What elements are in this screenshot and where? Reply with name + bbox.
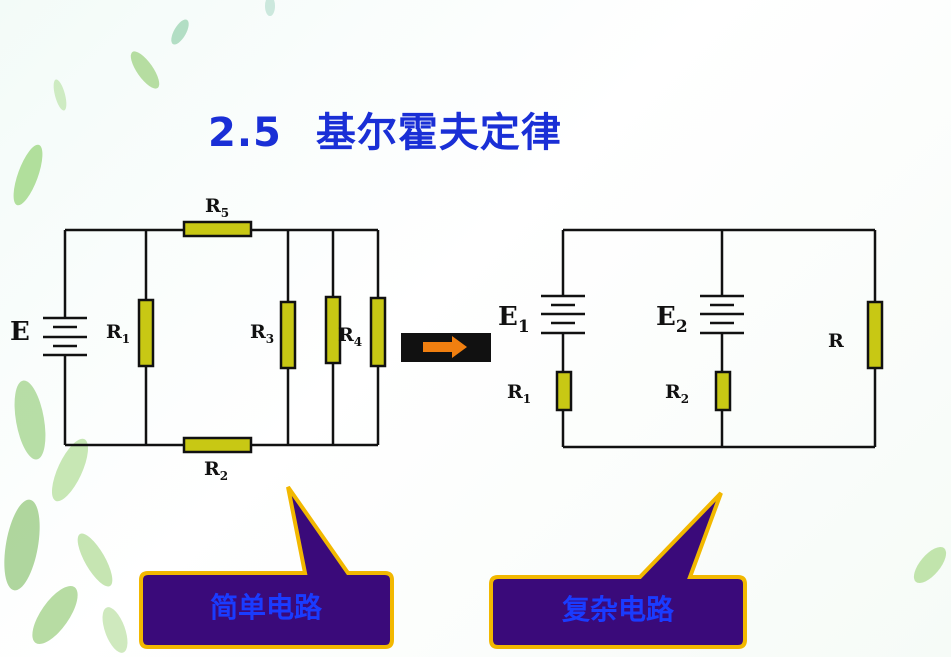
leaf-decoration — [14, 380, 46, 460]
callout-complex-label: 复杂电路 — [562, 593, 675, 626]
title-number: 2.5 — [208, 110, 282, 156]
leaf-decoration — [32, 586, 78, 644]
label-r5: R5 — [205, 195, 229, 220]
callout-complex: 复杂电路 — [489, 491, 747, 649]
battery-e-symbol — [43, 316, 87, 357]
resistor-r5 — [182, 220, 253, 238]
resistor-r4b — [369, 296, 387, 368]
leaf-decoration — [77, 533, 113, 587]
right-resistors — [555, 300, 884, 412]
label-r: R — [828, 330, 844, 352]
leaf-decoration — [130, 51, 160, 89]
resistor-r3 — [279, 300, 297, 370]
label-r3: R3 — [250, 321, 274, 346]
title-text: 基尔霍夫定律 — [315, 110, 562, 156]
resistor-r2 — [182, 436, 253, 454]
resistor-r2-right — [714, 370, 732, 412]
resistor-r4a — [324, 295, 342, 365]
left-resistors — [137, 220, 387, 454]
page-title: 2.5 基尔霍夫定律 — [208, 100, 562, 158]
callout-simple-label: 简单电路 — [210, 591, 323, 624]
resistor-r1 — [137, 298, 155, 368]
callout-simple: 简单电路 — [139, 485, 394, 649]
leaf-decoration — [102, 607, 128, 653]
resistor-r1-right — [555, 370, 573, 412]
arrow-icon — [423, 336, 467, 358]
leaf-decoration — [53, 79, 67, 111]
label-e1: E1 — [498, 302, 530, 337]
label-r4: R4 — [338, 324, 362, 349]
label-r1-right: R1 — [507, 381, 531, 406]
transition-arrow — [401, 333, 491, 362]
leaf-decoration — [913, 546, 947, 584]
leaf-decoration — [13, 144, 43, 206]
label-r2-left: R2 — [204, 458, 228, 483]
battery-e2-symbol — [700, 294, 744, 335]
leaf-decoration — [265, 0, 275, 16]
battery-e1-symbol — [541, 294, 585, 335]
right-circuit-wires — [561, 228, 877, 449]
label-r1-left: R1 — [106, 321, 130, 346]
leaf-decoration — [4, 499, 40, 591]
leaf-decoration — [51, 438, 89, 502]
label-e2: E2 — [656, 302, 688, 337]
right-circuit — [541, 228, 877, 449]
label-e: E — [10, 317, 30, 347]
label-r2-right: R2 — [665, 381, 689, 406]
resistor-r — [866, 300, 884, 370]
leaf-decoration — [171, 19, 189, 45]
